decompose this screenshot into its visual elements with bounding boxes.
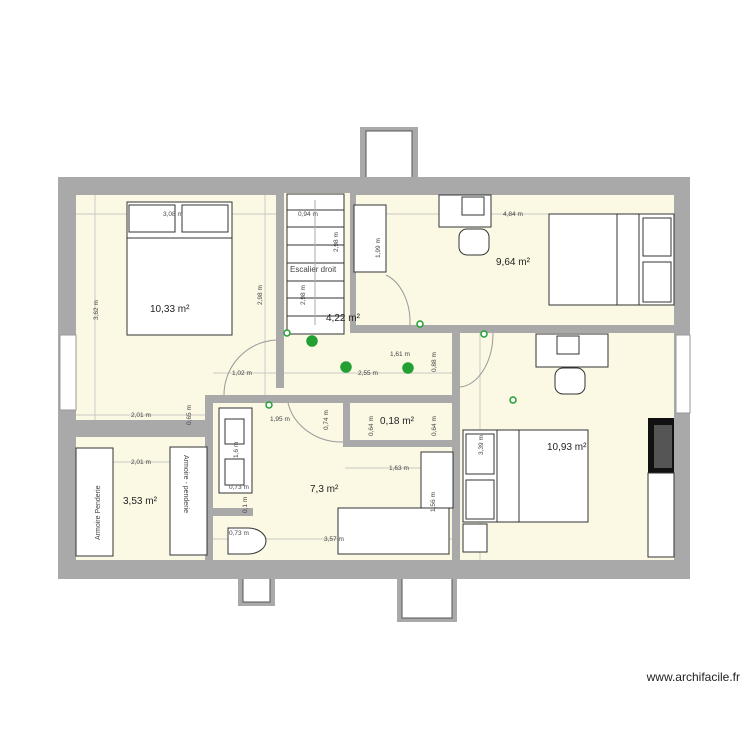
room-area-bathroom: 7,3 m² [310,484,339,495]
dim-label: 0,73 m [229,530,249,537]
door-swings [223,274,494,443]
furniture [75,193,675,558]
dim-label: 3,39 m [478,435,485,455]
light-fixtures [265,320,517,409]
dim-label: 0,65 m [186,405,193,425]
dim-label: 2,55 m [358,370,378,377]
room-area-dressing: 3,53 m² [123,496,158,507]
bathtub [337,507,450,555]
dim-label: 0,88 m [431,352,438,372]
toilet [227,527,267,555]
room-area-bedroom-1: 10,33 m² [150,304,190,315]
dim-label: 1,6 m [233,442,240,458]
wardrobe-1 [75,447,114,557]
cabinet [353,204,387,273]
dim-label: 2,98 m [257,285,264,305]
dim-label: 0,94 m [298,211,318,218]
dim-label: 1,63 m [389,465,409,472]
dim-label: 1,56 m [430,492,437,512]
room-area-bedroom-3: 10,93 m² [547,442,587,453]
watermark: www.archifacile.fr [646,670,740,684]
dim-label: 2,98 m [300,285,307,305]
dim-label: 1,95 m [270,416,290,423]
dim-label: 2,01 m [131,459,151,466]
dim-label: 3,08 m [163,211,183,218]
tall-cabinet [647,472,675,558]
chair-top [458,228,490,256]
window-right [675,334,691,414]
dim-label: 0,64 m [368,416,375,436]
wardrobe-label-2: Armoire - penderie [182,455,189,513]
dim-label: 0,73 m [229,484,249,491]
stair-label: Escalier droit [290,265,337,274]
dim-label: 1,02 m [232,370,252,377]
dim-label: 2,98 m [333,232,340,252]
dim-label: 1,99 m [375,238,382,258]
dim-label: 4,84 m [503,211,523,218]
wardrobe-2 [169,446,208,556]
dim-label: 3,57 m [324,536,344,543]
staircase [286,193,345,335]
chair-right [554,367,586,395]
room-area-stair: 4,22 m² [326,313,361,324]
room-area-closet: 0,18 m² [380,416,415,427]
dim-label: 2,01 m [131,412,151,419]
dim-label: 0,64 m [431,416,438,436]
wardrobe-label-1: Armoire Penderie [95,485,102,540]
dim-label: 0,1 m [242,497,249,513]
dim-label: 0,74 m [323,410,330,430]
window-left [59,334,77,411]
dim-label: 1,61 m [390,351,410,358]
interior-walls [76,193,674,560]
room-area-bedroom-2: 9,64 m² [496,257,531,268]
dim-label: 3,62 m [93,300,100,320]
shower-screen [420,451,454,509]
dimension-labels: 3,08 m 0,94 m 4,84 m 1,99 m 2,98 m 2,98 … [93,211,523,543]
